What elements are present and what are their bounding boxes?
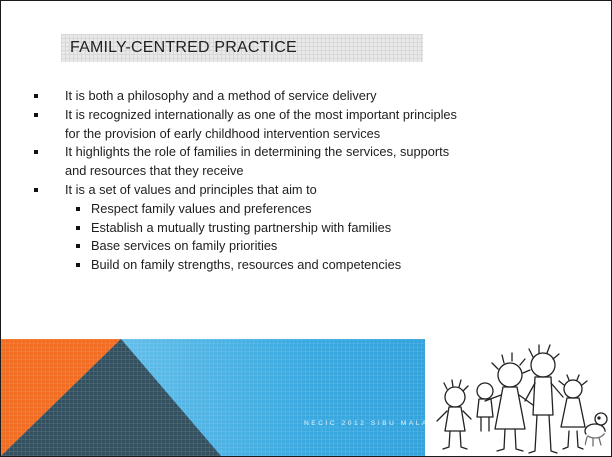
bullet-item: It is both a philosophy and a method of … — [31, 87, 591, 106]
slide-number-circle-icon — [583, 429, 611, 456]
sub-bullet-item: Establish a mutually trusting partnershi… — [31, 219, 591, 238]
bullet-line: Base services on family priorities — [91, 238, 278, 254]
family-drawing-icon — [425, 339, 611, 456]
bullet-line: It is a set of values and principles tha… — [65, 181, 317, 197]
footer-text: NECIC 2012 SIBU MALAYSIA — [304, 420, 454, 427]
sub-bullet-item: Build on family strengths, resources and… — [31, 256, 591, 275]
bullet-line: Respect family values and preferences — [91, 200, 312, 216]
bullet-line: It is recognized internationally as one … — [65, 106, 457, 122]
bullet-item: It is recognized internationally as one … — [31, 106, 591, 144]
bullet-list: It is both a philosophy and a method of … — [31, 87, 591, 275]
bullet-line: Build on family strengths, resources and… — [91, 257, 402, 273]
bullet-line: and resources that they receive — [65, 163, 244, 179]
bullet-line: It highlights the role of families in de… — [65, 144, 450, 160]
bullet-item: It highlights the role of families in de… — [31, 143, 591, 181]
bullet-line: for the provision of early childhood int… — [65, 125, 381, 141]
sub-bullet-item: Base services on family priorities — [31, 237, 591, 256]
bullet-line: Establish a mutually trusting partnershi… — [91, 219, 392, 235]
slide-title: FAMILY-CENTRED PRACTICE — [70, 39, 297, 56]
bullet-line: It is both a philosophy and a method of … — [65, 88, 377, 103]
title-bar — [61, 34, 423, 62]
sub-bullet-item: Respect family values and preferences — [31, 200, 591, 219]
bullet-item: It is a set of values and principles tha… — [31, 181, 591, 200]
